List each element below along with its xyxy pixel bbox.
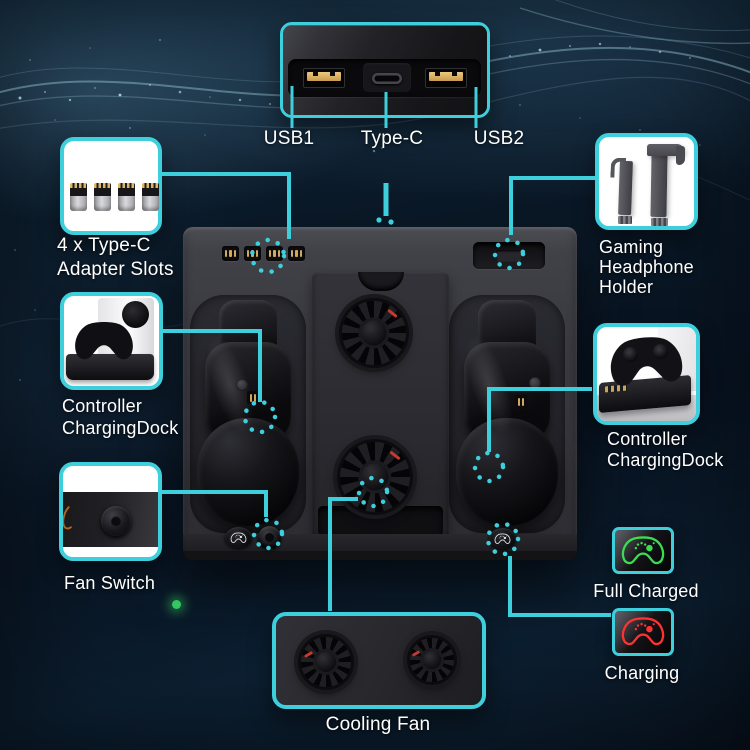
type-c-adapter-icon: [70, 183, 87, 211]
docked-controller-left: [190, 295, 306, 533]
charge-contacts-right: [515, 395, 527, 408]
controller-dock-left-callout: [60, 292, 163, 390]
adapter-slots-label: 4 x Type-C Adapter Slots: [57, 234, 174, 282]
charging-badge: [612, 608, 674, 656]
dock-right-label-line2: ChargingDock: [607, 450, 724, 470]
headphone-bracket-icon: [650, 152, 668, 218]
adapter-slot-3: [266, 246, 283, 261]
gamepad-red-icon: [620, 617, 666, 647]
dock-right-label: Controller ChargingDock: [607, 429, 723, 471]
type-c-port-icon: [372, 73, 402, 84]
usb-a-port-1-icon: [303, 68, 345, 88]
dock-right-label-line1: Controller: [607, 429, 688, 449]
fan-switch-callout: [59, 462, 162, 561]
controller-silhouette: [600, 331, 692, 390]
screw-detail: [529, 377, 541, 389]
headphone-label-line1: Gaming: [599, 237, 664, 257]
dock-left-label-line1: Controller: [62, 396, 143, 416]
gamepad-green-icon: [620, 536, 666, 566]
dock-left-label: Controller ChargingDock: [62, 395, 178, 439]
controller-silhouette: [68, 320, 140, 362]
type-c-adapter-icon: [94, 183, 111, 211]
adapter-slots-label-line2: Adapter Slots: [57, 259, 174, 280]
usb-panel-callout: [280, 22, 490, 118]
fan-icon: [298, 634, 354, 690]
usb2-label: USB2: [473, 128, 525, 149]
fan-icon: [339, 298, 409, 368]
headphone-holder-slot: [473, 242, 545, 269]
adapter-slots-callout: [60, 137, 162, 235]
usb-a-port-2-icon: [425, 68, 467, 88]
thumbstick-detail: [653, 344, 668, 359]
green-particle-decor: [172, 600, 181, 609]
fan-switch-label: Fan Switch: [64, 573, 156, 593]
bracket-hook: [647, 144, 684, 156]
usb-panel-photo: [283, 25, 487, 115]
screw-detail: [236, 379, 248, 391]
cooling-fan-callout: [272, 612, 486, 709]
type-c-adapter-icon: [142, 183, 159, 211]
docked-controller-right: [449, 295, 565, 533]
type-c-adapter-slots: [222, 246, 305, 261]
full-charged-badge: [612, 527, 674, 574]
headphone-label-line2: Headphone: [599, 257, 694, 277]
fan-switch-button: [258, 526, 281, 549]
headphone-holder-label: Gaming Headphone Holder: [599, 237, 694, 297]
charging-label: Charging: [604, 663, 680, 683]
adapter-slot-4: [288, 246, 305, 261]
headphone-label-line3: Holder: [599, 277, 654, 297]
adapter-slot-1: [222, 246, 239, 261]
charging-stand-top-view: [183, 227, 577, 560]
fan-switch-photo: [63, 492, 158, 547]
usb1-label: USB1: [263, 128, 315, 149]
front-edge: [183, 551, 577, 560]
controller-status-button-left: [225, 527, 252, 548]
headphone-bracket-icon: [618, 160, 633, 216]
dock-left-label-line2: ChargingDock: [62, 418, 179, 438]
type-c-label: Type-C: [360, 128, 424, 149]
controller-dock-right-callout: [593, 323, 700, 425]
adapter-slots-label-line1: 4 x Type-C: [57, 235, 151, 256]
type-c-adapter-icon: [118, 183, 135, 211]
fan-icon: [337, 439, 413, 515]
panel-notch: [357, 272, 404, 291]
controller-status-button-right: [489, 528, 516, 549]
thumbstick-detail: [623, 347, 638, 362]
charge-contacts-left: [247, 391, 259, 404]
cooling-fan-label: Cooling Fan: [325, 714, 431, 735]
bracket-hook-tab: [676, 146, 685, 165]
fan-switch-button-icon: [101, 506, 131, 536]
full-charged-label: Full Charged: [593, 581, 699, 601]
fan-icon: [407, 635, 457, 685]
orange-cable-detail: [63, 502, 82, 532]
adapter-slot-2: [244, 246, 261, 261]
headphone-holder-callout: [595, 133, 698, 230]
